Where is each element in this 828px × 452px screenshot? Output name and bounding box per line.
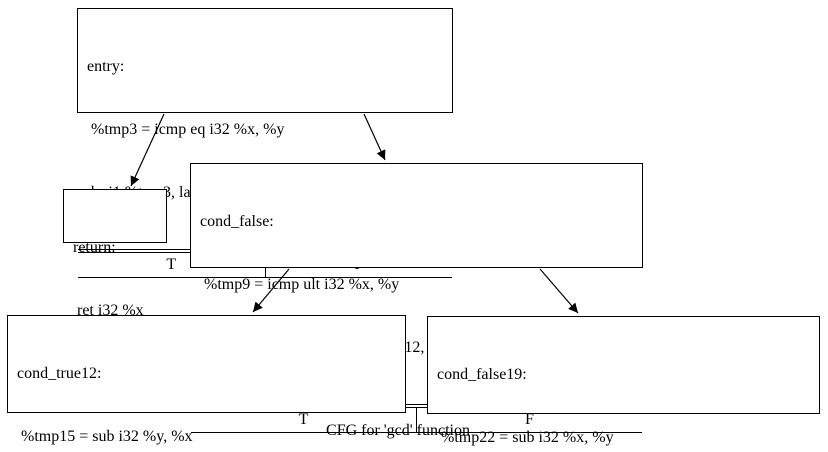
ir-line: %tmp22 = sub i32 %x, %y [437, 429, 614, 446]
ir-line: %tmp3 = icmp eq i32 %x, %y [87, 121, 285, 138]
ir-line: return: [73, 239, 116, 256]
node-entry: entry: %tmp3 = icmp eq i32 %x, %y br i1 … [77, 8, 453, 278]
node-cond-true12: cond_true12: %tmp15 = sub i32 %y, %x %tm… [7, 315, 406, 445]
ir-line: %tmp9 = icmp ult i32 %x, %y [200, 276, 400, 293]
branch-false-cell: F [416, 408, 642, 432]
ir-line: entry: [87, 58, 125, 75]
graph-caption: CFG for 'gcd' function [326, 422, 470, 439]
node-return: return: ret i32 %x [63, 189, 167, 319]
branch-true-cell: T [298, 411, 309, 428]
node-cond-false: cond_false: %tmp9 = icmp ult i32 %x, %y … [190, 163, 643, 433]
ir-line: %tmp15 = sub i32 %y, %x [17, 428, 193, 445]
ir-line: cond_false19: [437, 366, 527, 383]
branch-true-cell: T [166, 256, 177, 273]
ir-line: cond_true12: [17, 365, 102, 382]
ir-line: ret i32 %x [73, 302, 144, 319]
node-cond-false-branch-row: T F [191, 407, 642, 433]
node-return-code: return: ret i32 %x [64, 190, 166, 367]
node-cond-false19: cond_false19: %tmp22 = sub i32 %x, %y %t… [427, 316, 820, 446]
ir-line: cond_false: [200, 213, 274, 230]
node-cond-true12-code: cond_true12: %tmp15 = sub i32 %y, %x %tm… [8, 316, 405, 452]
node-cond-false19-code: cond_false19: %tmp22 = sub i32 %x, %y %t… [428, 317, 819, 452]
